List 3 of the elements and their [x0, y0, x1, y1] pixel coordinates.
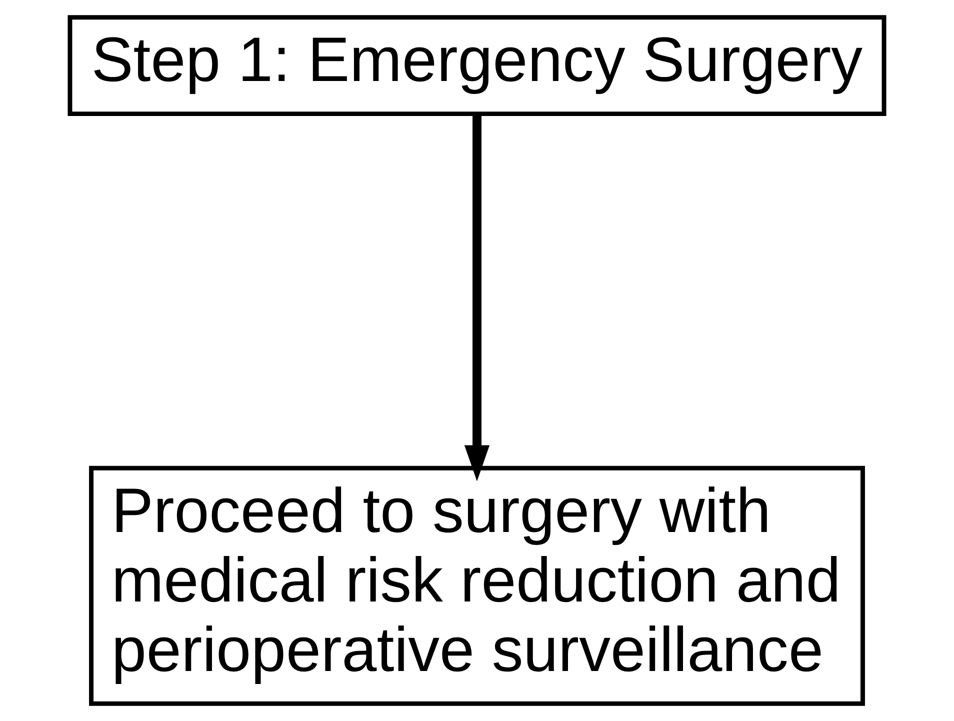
node-box: Proceed to surgery with medical risk reduction and perioperative surveillance [89, 466, 865, 706]
node-box: Step 1: Emergency Surgery [68, 15, 886, 116]
arrow [464, 114, 490, 482]
